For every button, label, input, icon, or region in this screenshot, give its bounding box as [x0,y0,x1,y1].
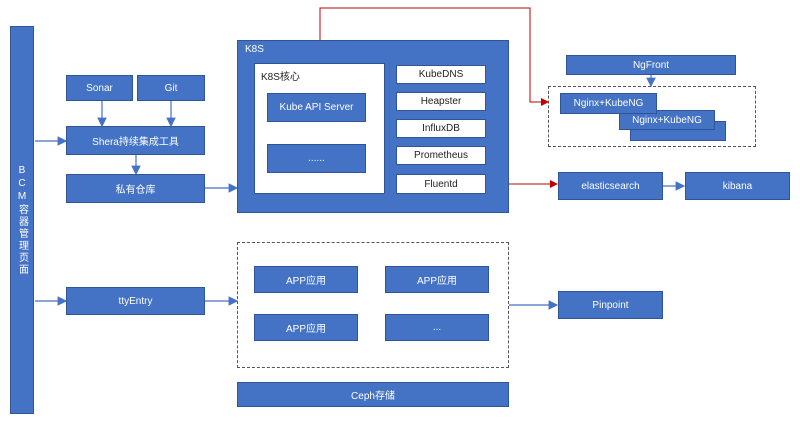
k8s-core-more-node[interactable]: ...... [267,144,366,173]
bcm-container-console-bar[interactable]: BCM容器管理页面 [10,26,34,414]
tty-entry-node[interactable]: ttyEntry [66,287,205,315]
kibana-node[interactable]: kibana [685,172,790,200]
bcm-label: BCM容器管理页面 [16,164,28,276]
pinpoint-node[interactable]: Pinpoint [558,291,663,319]
k8s-title: K8S [245,44,264,55]
prometheus-node[interactable]: Prometheus [396,146,486,165]
edge-api-to-nginx [319,7,549,106]
app-node-more[interactable]: ... [385,314,489,341]
ceph-storage-node[interactable]: Ceph存储 [237,382,509,407]
private-registry-node[interactable]: 私有仓库 [66,174,205,203]
heapster-node[interactable]: Heapster [396,92,486,111]
app-group [237,242,509,368]
git-node[interactable]: Git [137,75,205,101]
nginx-group [548,86,756,147]
k8s-core-title: K8S核心 [261,72,300,83]
sonar-node[interactable]: Sonar [66,75,133,101]
nginx-kubeng-node-1[interactable]: Nginx+KubeNG [560,93,657,114]
elasticsearch-node[interactable]: elasticsearch [558,172,663,200]
nginx-kubeng-node-2[interactable]: Nginx+KubeNG [619,110,715,130]
k8s-core-group[interactable]: K8S核心 [254,63,385,194]
ngfront-node[interactable]: NgFront [566,55,736,75]
app-node-1[interactable]: APP应用 [254,266,358,293]
kube-api-server-node[interactable]: Kube API Server [267,93,366,122]
shera-ci-node[interactable]: Shera持续集成工具 [66,126,205,155]
influxdb-node[interactable]: InfluxDB [396,119,486,138]
kubedns-node[interactable]: KubeDNS [396,65,486,84]
fluentd-node[interactable]: Fluentd [396,174,486,194]
app-node-2[interactable]: APP应用 [385,266,489,293]
app-node-3[interactable]: APP应用 [254,314,358,341]
